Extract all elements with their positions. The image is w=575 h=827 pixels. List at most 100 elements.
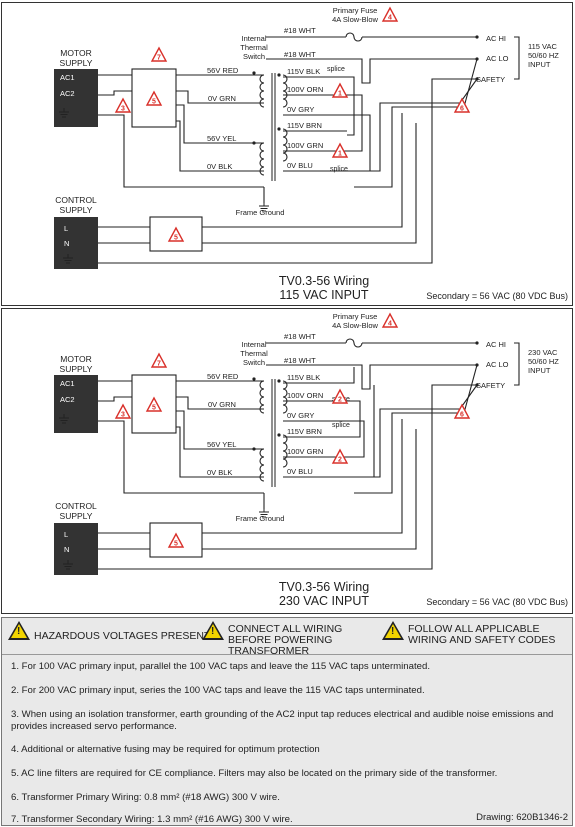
primary-coil-1	[282, 74, 288, 108]
fuse-label: Primary Fuse	[333, 312, 378, 321]
control-terminal-block	[54, 217, 98, 269]
wire	[202, 123, 417, 244]
motor-supply-label-2: SUPPLY	[60, 58, 93, 68]
primary-label-0v-blu: 0V BLU	[287, 161, 313, 170]
wire	[202, 429, 417, 550]
note-marker-100v-grn-label: 1	[338, 151, 342, 158]
wire	[347, 94, 363, 152]
note-4: 4. Additional or alternative fusing may …	[11, 744, 320, 755]
note-marker-fuse-label: 4	[388, 321, 392, 328]
input-brace	[514, 342, 520, 386]
note-marker-motor	[150, 46, 168, 62]
secondary-note: Secondary = 56 VAC (80 VDC Bus)	[426, 291, 568, 301]
polarity-dot	[277, 379, 281, 383]
wire	[176, 396, 264, 410]
diagram-subtitle: 115 VAC INPUT	[279, 288, 369, 302]
note-marker-100v-orn-label: 2	[338, 397, 342, 404]
warning-icon: !	[202, 621, 224, 640]
secondary-coil-1	[259, 380, 265, 414]
wire	[347, 367, 355, 384]
ac-hi-dot	[475, 341, 479, 345]
note-marker-ac2	[114, 97, 132, 113]
polarity-dot	[277, 127, 281, 131]
wire	[202, 113, 403, 228]
internal-switch-2: Thermal	[240, 349, 268, 358]
wire	[98, 420, 264, 494]
ac-lo-label: AC LO	[486, 54, 509, 63]
input-brace	[514, 36, 520, 80]
note-marker-safety-label: 6	[460, 412, 464, 419]
secondary-0v-blk: 0V BLK	[207, 162, 232, 171]
motor-terminal-block	[54, 375, 98, 433]
warning-row: ! HAZARDOUS VOLTAGES PRESENT ! CONNECT A…	[2, 618, 572, 657]
wire	[176, 120, 264, 172]
safety-label: SAFETY	[476, 381, 505, 390]
wire	[98, 90, 132, 96]
splice-label-2: splice	[332, 422, 350, 429]
note-marker-motor-label: 7	[157, 55, 161, 62]
note-marker-motor-filter-label: 5	[152, 405, 156, 412]
wire-label-white-2: #18 WHT	[284, 50, 316, 59]
note-marker-fuse	[381, 6, 399, 22]
primary-label-100v-grn: 100V GRN	[287, 141, 323, 150]
diagram-title: TV0.3-56 Wiring	[279, 274, 369, 288]
wire-label-white-1: #18 WHT	[284, 332, 316, 341]
splice-label-2: splice	[330, 166, 348, 173]
control-supply-label-1: CONTROL	[55, 501, 97, 511]
wire	[98, 78, 477, 264]
note-1: 1. For 100 VAC primary input, parallel t…	[11, 661, 430, 672]
wire	[98, 114, 264, 188]
control-supply-label-1: CONTROL	[55, 195, 97, 205]
ac-hi-label: AC HI	[486, 34, 506, 43]
note-marker-100v-orn	[331, 82, 349, 98]
wire	[354, 58, 478, 188]
primary-coil-1	[282, 380, 288, 414]
wire	[354, 364, 478, 494]
note-marker-control-filter	[167, 226, 185, 242]
terminal-l: L	[64, 530, 68, 539]
note-marker-safety-label: 6	[460, 106, 464, 113]
wire	[176, 410, 264, 450]
input-voltage: 115 VAC	[528, 42, 557, 51]
input-voltage: 230 VAC	[528, 348, 558, 357]
primary-label-100v-orn: 100V ORN	[287, 391, 323, 400]
note-marker-100v-grn	[331, 142, 349, 158]
polarity-dot	[252, 377, 256, 381]
note-marker-ac2	[114, 403, 132, 419]
motor-supply-label-1: MOTOR	[60, 48, 91, 58]
note-marker-100v-orn	[331, 388, 349, 404]
input-frequency: 50/60 HZ	[528, 357, 559, 366]
primary-label-100v-grn: 100V GRN	[287, 447, 323, 456]
safety-label: SAFETY	[476, 75, 505, 84]
secondary-56v-yel: 56V YEL	[207, 134, 236, 143]
internal-switch-1: Internal	[241, 34, 266, 43]
fuse-rating: 4A Slow-Blow	[332, 321, 378, 330]
wire	[370, 78, 478, 172]
primary-label-115v-brn: 115V BRN	[287, 121, 322, 130]
wire	[176, 104, 264, 144]
polarity-dot	[277, 433, 281, 437]
warning-follow-codes: FOLLOW ALL APPLICABLE WIRING AND SAFETY …	[408, 623, 556, 646]
primary-coil-2	[282, 434, 288, 468]
control-terminal-block	[54, 523, 98, 575]
primary-label-100v-orn: 100V ORN	[287, 85, 323, 94]
input-frequency: 50/60 HZ	[528, 51, 559, 60]
note-marker-100v-grn	[331, 448, 349, 464]
wire-label-white-1: #18 WHT	[284, 26, 316, 35]
diagram-subtitle: 230 VAC INPUT	[279, 594, 369, 608]
secondary-56v-red: 56V RED	[207, 372, 239, 381]
fuse-label: Primary Fuse	[333, 6, 378, 15]
note-2: 2. For 200 VAC primary input, series the…	[11, 685, 425, 696]
note-marker-motor-filter	[145, 396, 163, 412]
note-5: 5. AC line filters are required for CE c…	[11, 768, 498, 779]
frame-ground-label: Frame Ground	[236, 208, 285, 217]
terminal-n: N	[64, 239, 69, 248]
fuse-symbol	[345, 338, 363, 348]
wire	[98, 396, 132, 402]
note-marker-fuse	[381, 312, 399, 328]
secondary-coil-1	[259, 74, 265, 108]
secondary-coil-2	[259, 448, 265, 482]
fuse-rating: 4A Slow-Blow	[332, 15, 378, 24]
